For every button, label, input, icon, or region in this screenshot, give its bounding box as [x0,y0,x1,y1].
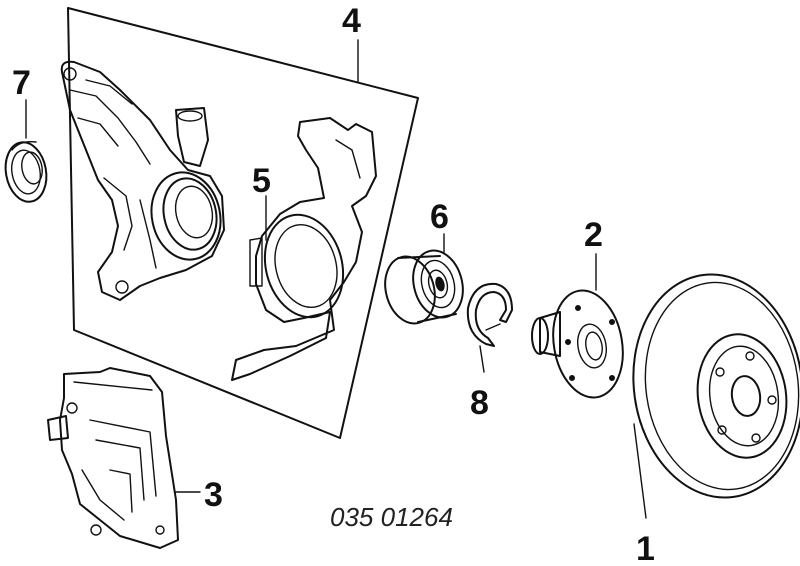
wheel-bearing [384,249,464,325]
callout-6: 6 [430,198,449,236]
callout-1: 1 [636,530,655,566]
brake-disc [632,273,800,499]
leader-8 [479,345,485,373]
steering-knuckle [60,60,225,301]
brake-caliper [47,367,179,549]
wheel-hub [531,289,624,399]
leader-1 [633,423,647,519]
dust-shield [231,117,377,381]
callout-8: 8 [470,384,489,422]
oil-seal [4,140,48,203]
callout-2: 2 [584,216,603,254]
callout-3: 3 [204,476,223,514]
knuckle-assembly-frame [67,7,419,439]
callout-7: 7 [12,64,31,102]
callout-4: 4 [342,2,361,40]
callout-5: 5 [252,162,271,200]
part-number: 035 01264 [330,502,453,532]
leader-lines [25,39,647,519]
snap-ring [466,282,513,347]
